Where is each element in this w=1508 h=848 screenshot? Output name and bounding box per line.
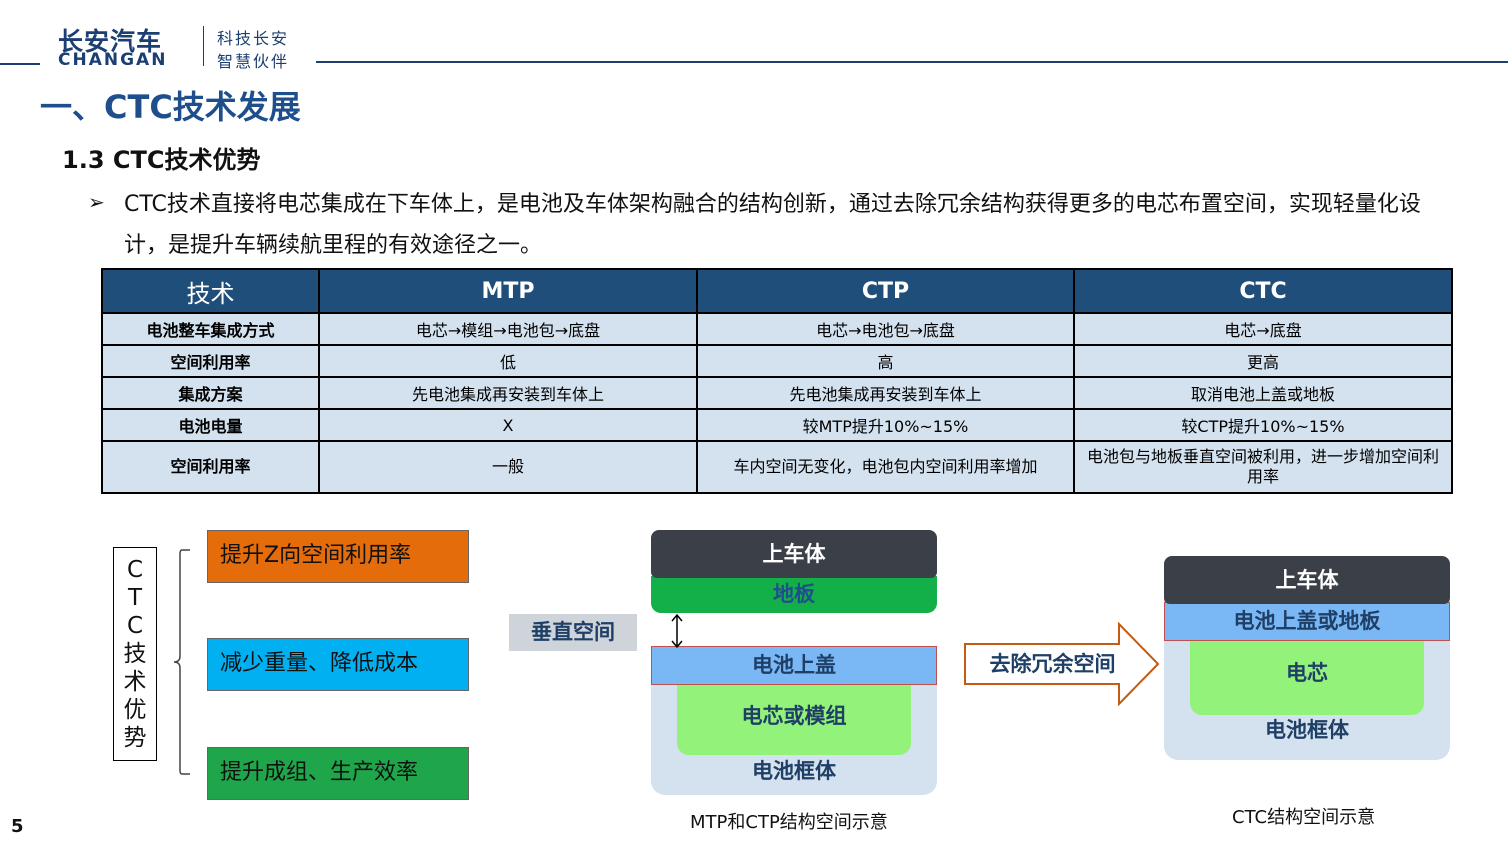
page-number: 5 (11, 816, 24, 837)
table-row: 空间利用率 一般 车内空间无变化，电池包内空间利用率增加 电池包与地板垂直空间被… (101, 440, 1453, 494)
mtp-upper-body: 上车体 (651, 530, 937, 578)
logo-divider (203, 26, 204, 66)
slogan-line-2: 智慧伙伴 (217, 52, 290, 71)
logo-english: CHANGAN (58, 50, 168, 70)
ctc-battery-frame-label: 电池框体 (1265, 718, 1349, 742)
mtp-cell-module (677, 678, 911, 755)
comparison-table: 技术 MTP CTP CTC 电池整车集成方式 电芯→模组→电池包→底盘 电芯→… (101, 268, 1453, 494)
table-header-cell: 技术 (101, 268, 320, 314)
table-row-header: 集成方案 (101, 376, 320, 410)
mtp-cell-module-label: 电芯或模组 (741, 704, 847, 728)
vertical-gap-arrow-icon (671, 613, 683, 649)
table-row: 集成方案 先电池集成再安装到车体上 先电池集成再安装到车体上 取消电池上盖或地板 (101, 376, 1453, 410)
table-cell: X (318, 408, 698, 442)
ctc-advantage-label-box (113, 547, 157, 761)
section-subtitle: 1.3 CTC技术优势 (62, 146, 261, 174)
ctc-cover-floor: 电池上盖或地板 (1164, 602, 1450, 641)
table-header-row: 技术 MTP CTP CTC (101, 268, 1453, 314)
table-header-cell: CTC (1073, 268, 1453, 314)
logo-chinese: 长安汽车 (58, 27, 163, 56)
curly-brace-icon (173, 549, 190, 775)
bullet-arrow-icon: ➢ (88, 190, 105, 214)
table-row-header: 电池整车集成方式 (101, 312, 320, 346)
table-cell: 先电池集成再安装到车体上 (318, 376, 698, 410)
ctc-upper-body: 上车体 (1164, 556, 1450, 604)
ctc-label-char: 术 (123, 669, 147, 695)
advantage-efficiency: 提升成组、生产效率 (207, 747, 469, 800)
ctc-label-char: 技 (123, 641, 147, 667)
table-row-header: 空间利用率 (101, 440, 320, 494)
table-cell: 取消电池上盖或地板 (1073, 376, 1453, 410)
remove-redundancy-label: 去除冗余空间 (989, 652, 1116, 676)
table-cell: 电池包与地板垂直空间被利用，进一步增加空间利用率 (1073, 440, 1453, 494)
table-cell: 一般 (318, 440, 698, 494)
header-rule-left (0, 63, 40, 65)
table-cell: 高 (696, 344, 1075, 378)
mtp-ctp-caption: MTP和CTP结构空间示意 (690, 812, 888, 833)
table-cell: 较CTP提升10%~15% (1073, 408, 1453, 442)
header-rule-right (316, 61, 1508, 63)
table-row-header: 电池电量 (101, 408, 320, 442)
table-cell: 低 (318, 344, 698, 378)
page-title: 一、CTC技术发展 (40, 88, 301, 126)
slogan-line-1: 科技长安 (217, 29, 290, 48)
advantage-z-space: 提升Z向空间利用率 (207, 530, 469, 583)
advantage-weight-cost: 减少重量、降低成本 (207, 638, 469, 691)
mtp-battery-frame-label: 电池框体 (752, 759, 836, 783)
ctc-cell (1190, 630, 1424, 715)
table-row: 电池整车集成方式 电芯→模组→电池包→底盘 电芯→电池包→底盘 电芯→底盘 (101, 312, 1453, 346)
table-row: 空间利用率 低 高 更高 (101, 344, 1453, 378)
table-cell: 先电池集成再安装到车体上 (696, 376, 1075, 410)
ctc-cell-label: 电芯 (1286, 661, 1328, 685)
mtp-floor: 地板 (651, 576, 937, 613)
mtp-battery-cover: 电池上盖 (651, 646, 937, 685)
table-row: 电池电量 X 较MTP提升10%~15% 较CTP提升10%~15% (101, 408, 1453, 442)
remove-redundancy-arrow-icon (964, 622, 1160, 706)
ctc-label-char: 优 (123, 697, 147, 723)
table-row-header: 空间利用率 (101, 344, 320, 378)
table-header-cell: MTP (318, 268, 698, 314)
table-cell: 电芯→底盘 (1073, 312, 1453, 346)
vertical-space-label: 垂直空间 (509, 614, 637, 651)
table-cell: 更高 (1073, 344, 1453, 378)
table-cell: 电芯→模组→电池包→底盘 (318, 312, 698, 346)
bullet-text: CTC技术直接将电芯集成在下车体上，是电池及车体架构融合的结构创新，通过去除冗余… (124, 192, 1421, 258)
table-cell: 车内空间无变化，电池包内空间利用率增加 (696, 440, 1075, 494)
ctc-label-char: C (126, 613, 144, 639)
ctc-label-char: 势 (123, 725, 147, 751)
table-header-cell: CTP (696, 268, 1075, 314)
ctc-label-char: T (127, 585, 143, 611)
ctc-label-char: C (126, 557, 144, 583)
table-cell: 电芯→电池包→底盘 (696, 312, 1075, 346)
table-cell: 较MTP提升10%~15% (696, 408, 1075, 442)
ctc-caption: CTC结构空间示意 (1232, 807, 1376, 828)
